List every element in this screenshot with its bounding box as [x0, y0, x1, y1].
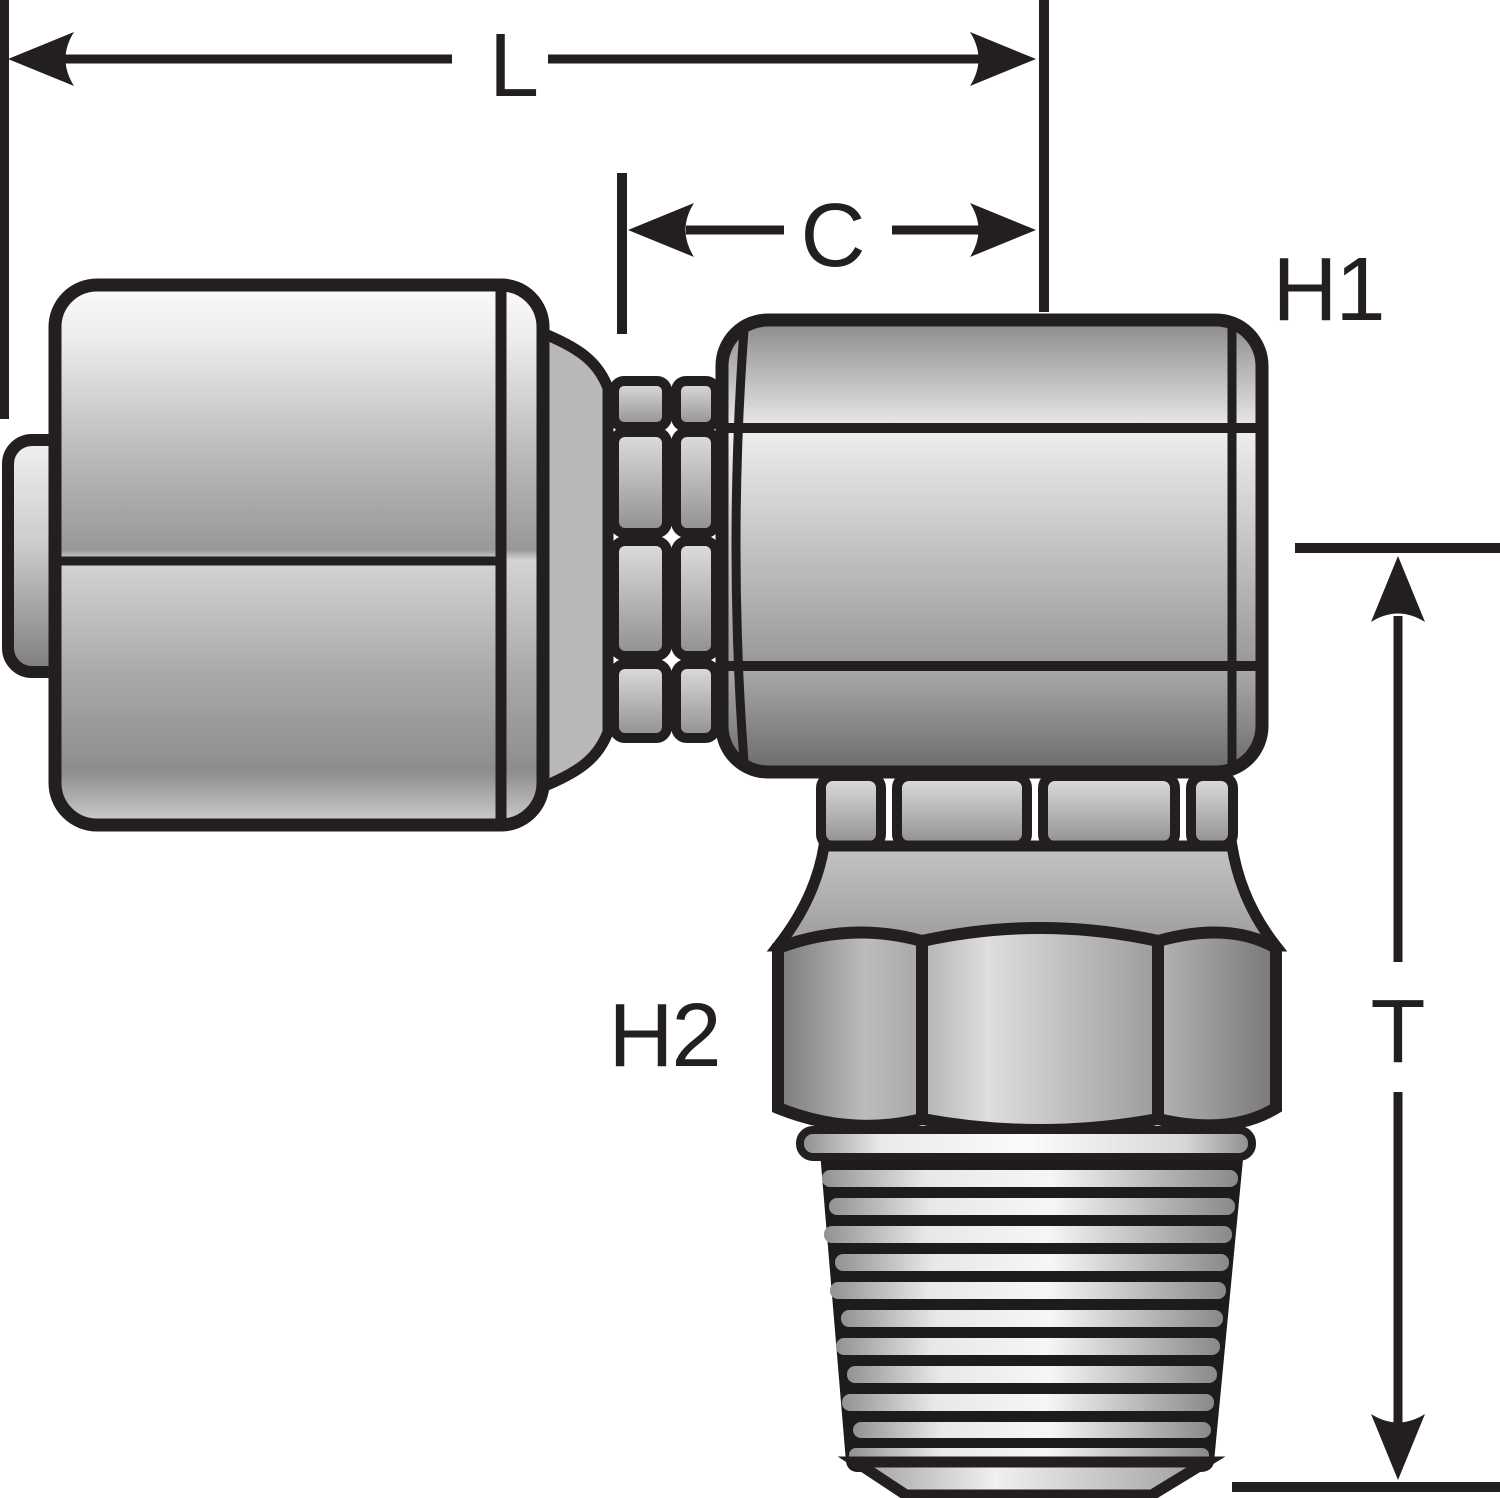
washer-band	[796, 1126, 1256, 1161]
arrowhead-up-icon	[1371, 556, 1425, 622]
dim-label-T: T	[1370, 982, 1426, 1082]
collar-bell	[534, 323, 614, 797]
thread-chamfer	[837, 1456, 1226, 1498]
dim-label-H2: H2	[608, 986, 721, 1086]
dim-arrow-T	[1371, 556, 1425, 1480]
dim-label-C: C	[800, 186, 866, 286]
arrowhead-right-icon	[970, 32, 1036, 86]
pipe-threads	[822, 1170, 1238, 1463]
collar-ribs	[609, 376, 721, 743]
dim-arrow-L	[8, 32, 1036, 86]
arrowhead-left-icon	[628, 203, 694, 257]
dim-arrow-C	[628, 203, 1036, 257]
arrowhead-down-icon	[1371, 1414, 1425, 1480]
arrowhead-left-icon	[8, 32, 74, 86]
dim-label-H1: H1	[1272, 240, 1385, 340]
swivel-ribs	[816, 771, 1238, 851]
dim-label-L: L	[488, 16, 539, 116]
hex-body	[715, 313, 1269, 779]
crimp-shell	[48, 278, 550, 832]
hex-nut	[772, 922, 1282, 1136]
arrowhead-right-icon	[970, 203, 1036, 257]
